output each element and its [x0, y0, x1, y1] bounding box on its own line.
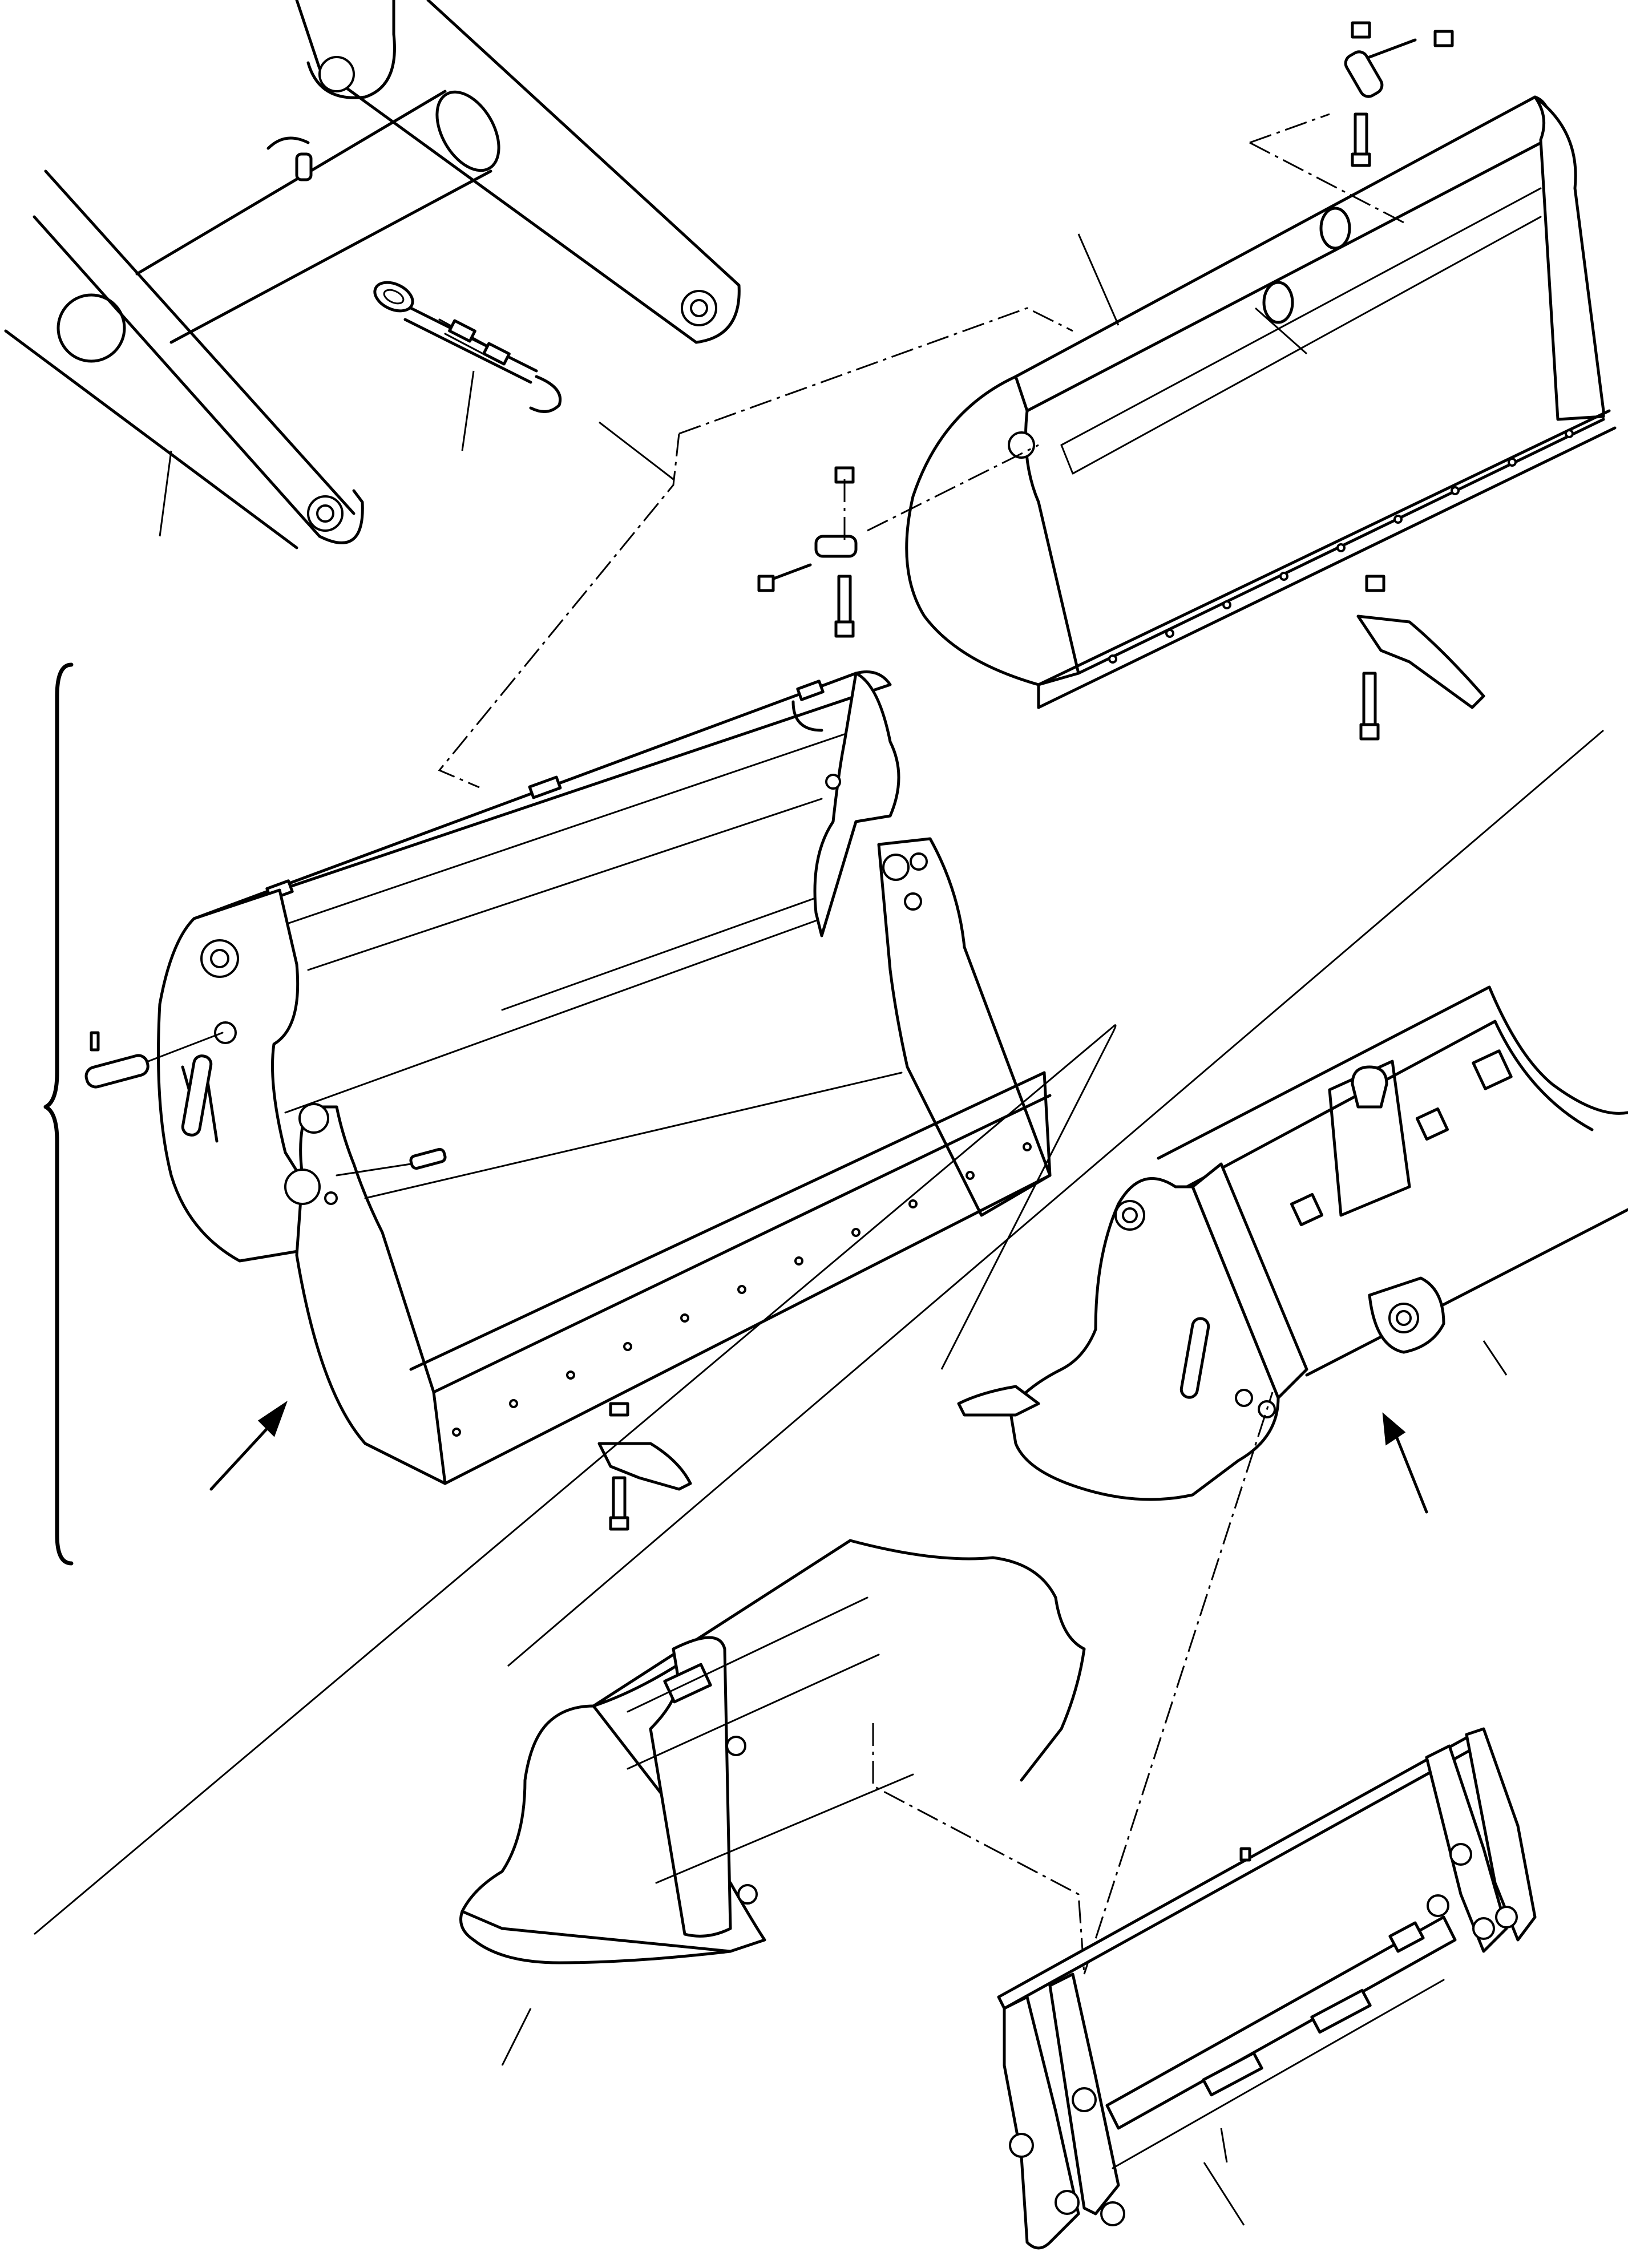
bolt-holes-row — [1108, 429, 1574, 664]
bucket-tooth — [597, 1402, 692, 1531]
pivot-pin — [1249, 21, 1454, 224]
grease-fitting — [757, 444, 1039, 638]
quick-coupler-bucket — [957, 985, 1628, 1514]
loader-arm — [4, 0, 741, 549]
quick-coupler-frame — [997, 1727, 1537, 2250]
turnbuckle — [373, 281, 561, 451]
divider-line — [507, 729, 1604, 1667]
multi-purpose-bucket — [84, 670, 1052, 1491]
general-purpose-bucket — [905, 95, 1617, 709]
bucket-tooth — [1356, 575, 1485, 741]
wide-bucket — [459, 1392, 1274, 2066]
group-brace — [43, 662, 74, 1566]
bolt-holes-row — [452, 1142, 1032, 1437]
